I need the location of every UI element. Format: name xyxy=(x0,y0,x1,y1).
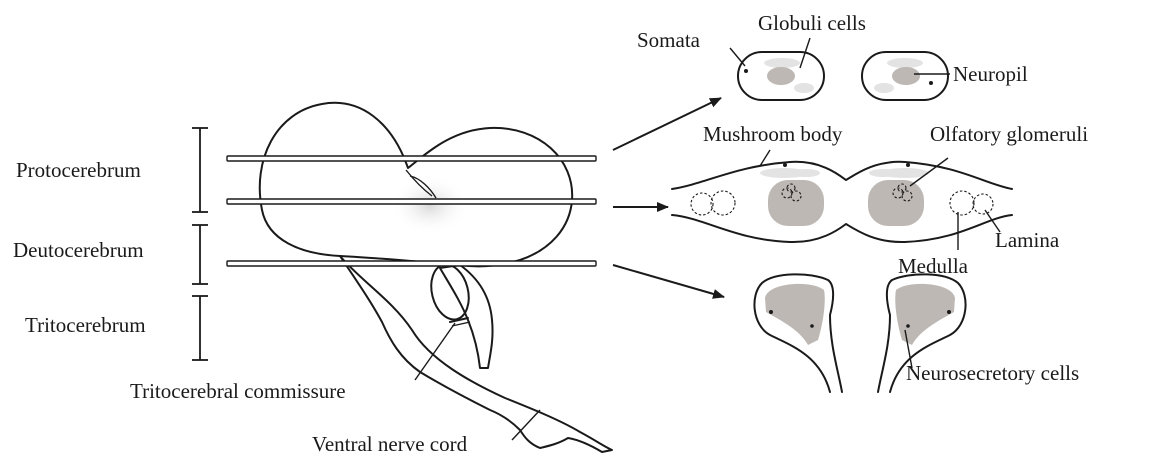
neurosecretory-cells-label: Neurosecretory cells xyxy=(906,361,1079,385)
upper-section xyxy=(738,52,948,100)
nerve-cord-outline xyxy=(340,256,612,452)
plane-lower xyxy=(227,261,596,266)
globuli-cells-label: Globuli cells xyxy=(758,11,866,35)
protocerebrum-label: Protocerebrum xyxy=(16,158,141,182)
arrow-to-lower-section xyxy=(613,265,724,297)
middle-section xyxy=(672,162,1012,242)
olfatory-glomeruli-label: Olfatory glomeruli xyxy=(930,122,1088,146)
tritocerebral-commissure-label: Tritocerebral commissure xyxy=(130,379,346,403)
deutocerebrum-label: Deutocerebrum xyxy=(13,238,144,262)
plane-upper xyxy=(227,156,596,161)
somata-label: Somata xyxy=(637,28,701,52)
tritocerebrum-label: Tritocerebrum xyxy=(25,313,146,337)
ventral-nerve-cord-label: Ventral nerve cord xyxy=(312,432,468,456)
lamina-label: Lamina xyxy=(995,228,1060,252)
plane-middle xyxy=(227,199,596,204)
neuropil-label: Neuropil xyxy=(953,62,1028,86)
mushroom-body-label: Mushroom body xyxy=(703,122,843,146)
region-brackets xyxy=(192,128,208,360)
